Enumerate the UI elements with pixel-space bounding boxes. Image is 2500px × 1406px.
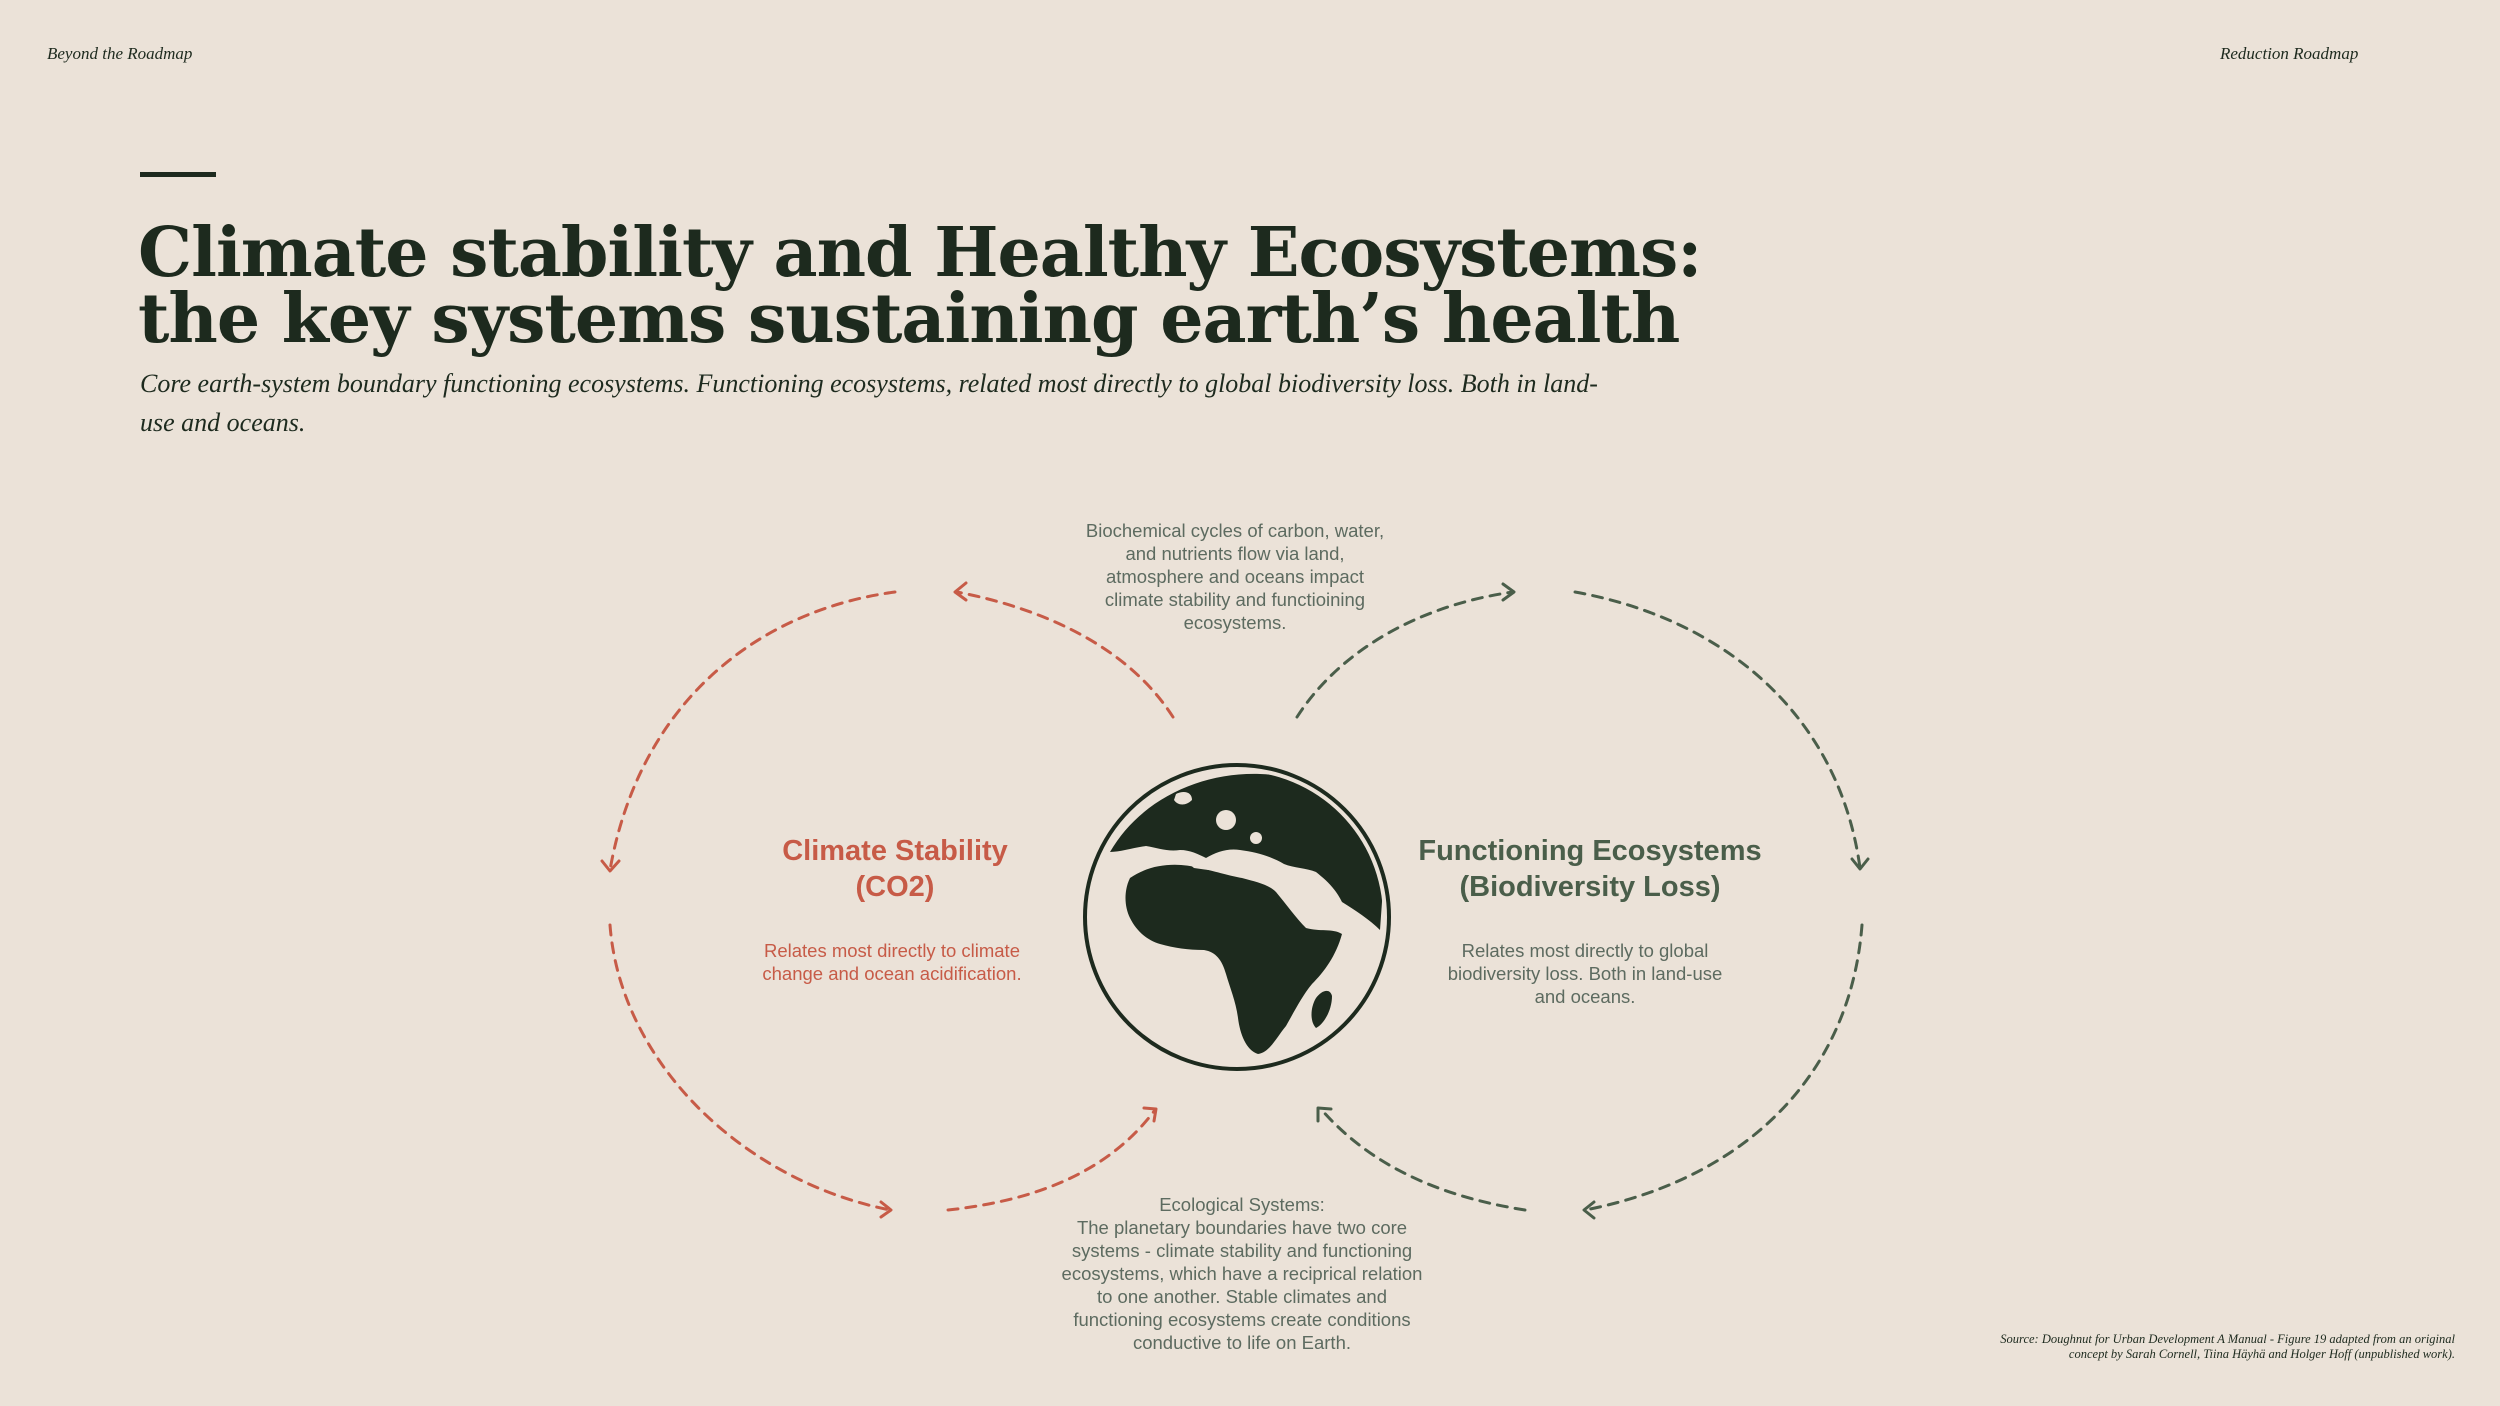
header-left-label: Beyond the Roadmap	[47, 44, 193, 63]
climate-arrowhead-bottom	[879, 1200, 893, 1219]
climate-stability-label-line2: (CO2)	[855, 871, 935, 903]
page-title-line1: Climate stability and Healthy Ecosystems…	[138, 213, 1702, 293]
climate-arrow-bottom-inner	[946, 1108, 1157, 1212]
page-title: Climate stability and Healthy Ecosystems…	[138, 219, 1838, 353]
ecosystem-arrow-bottom-outer	[1583, 923, 1864, 1212]
functioning-ecosystems-label-line1: Functioning Ecosystems	[1418, 835, 1762, 867]
climate-stability-description: Relates most directly to climate change …	[762, 940, 1022, 984]
ecosystem-cycle-arrows	[1295, 590, 1864, 1212]
climate-arrowhead-left	[600, 859, 621, 873]
climate-stability-label: Climate Stability (CO2)	[745, 833, 1045, 905]
climate-cycle-arrowheads	[600, 581, 1158, 1219]
bottom-note-heading: Ecological Systems:	[1159, 1194, 1325, 1215]
ecosystem-arrowhead-right	[1850, 857, 1870, 871]
ecosystem-arrowhead-top	[1501, 582, 1516, 602]
page-subtitle: Core earth-system boundary functioning e…	[140, 369, 1598, 437]
climate-arrowhead-inner	[1142, 1106, 1158, 1123]
page-title-line2: the key systems sustaining earth’s healt…	[138, 279, 1680, 359]
source-citation: Source: Doughnut for Urban Development A…	[1900, 1332, 2455, 1362]
functioning-ecosystems-label-line2: (Biodiversity Loss)	[1459, 871, 1721, 903]
source-citation-line2: concept by Sarah Cornell, Tiina Häyhä an…	[2068, 1347, 2455, 1361]
climate-cycle-arrows	[608, 590, 1175, 1212]
top-note: Biochemical cycles of carbon, water, and…	[1085, 520, 1385, 633]
source-citation-line1: Source: Doughnut for Urban Development A…	[2000, 1332, 2455, 1346]
climate-arrowhead-top	[953, 581, 968, 602]
ecosystem-arrow-top-outer	[1573, 590, 1862, 870]
functioning-ecosystems-description: Relates most directly to global biodiver…	[1447, 940, 1723, 1007]
climate-stability-label-line1: Climate Stability	[782, 835, 1008, 867]
ecosystem-arrowhead-bottom	[1582, 1200, 1596, 1220]
bottom-note-body: The planetary boundaries have two core s…	[1061, 1217, 1423, 1353]
ecosystem-cycle-arrowheads	[1316, 582, 1870, 1220]
bottom-note: Ecological Systems: The planetary bounda…	[1052, 1193, 1432, 1354]
title-accent-rule	[140, 172, 216, 177]
climate-arrow-top-inner	[955, 590, 1175, 719]
ecosystem-arrow-top-inner	[1295, 590, 1515, 719]
climate-arrow-bottom-outer	[608, 923, 892, 1212]
ecosystem-arrow-bottom-inner	[1318, 1106, 1527, 1212]
header-right-label: Reduction Roadmap	[2220, 44, 2359, 63]
ecosystem-arrowhead-inner	[1316, 1106, 1333, 1123]
globe-icon	[1083, 763, 1391, 1071]
climate-arrow-top-outer	[608, 590, 897, 872]
functioning-ecosystems-label: Functioning Ecosystems (Biodiversity Los…	[1380, 833, 1800, 905]
